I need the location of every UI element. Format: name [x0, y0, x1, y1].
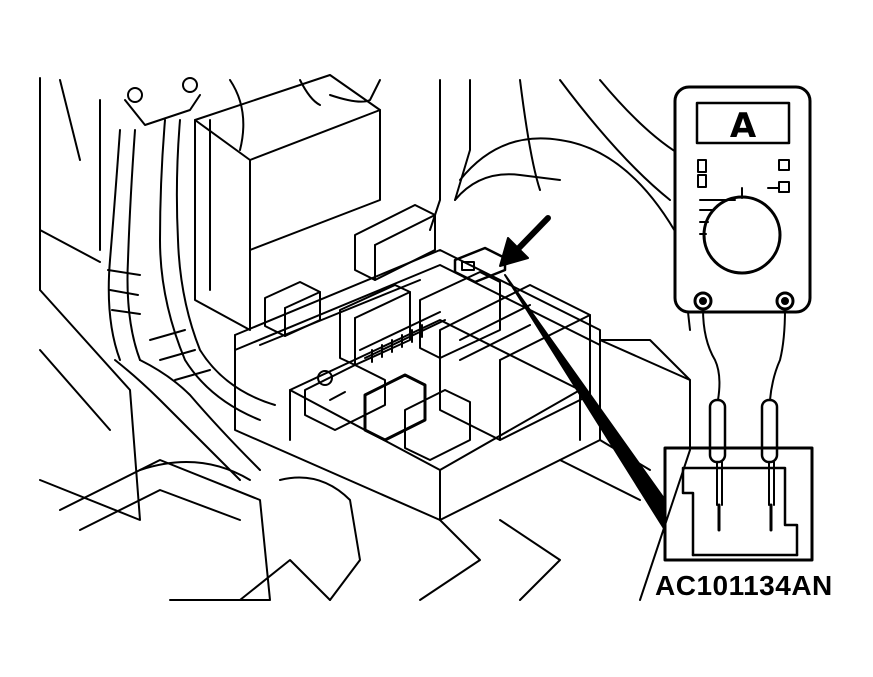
connector-inset [663, 446, 814, 562]
meter-display-letter: A [730, 106, 757, 146]
engine-bay-background [39, 77, 691, 331]
battery [124, 74, 381, 331]
arrow-indicator [499, 215, 551, 267]
right-body-panels [419, 339, 691, 601]
lower-body-panels [39, 289, 361, 601]
probe-leads [702, 308, 786, 506]
figure-code: AC101134AN [655, 570, 833, 601]
cable-harness [107, 119, 276, 481]
relay-box [234, 204, 601, 521]
multimeter: A [673, 85, 812, 314]
